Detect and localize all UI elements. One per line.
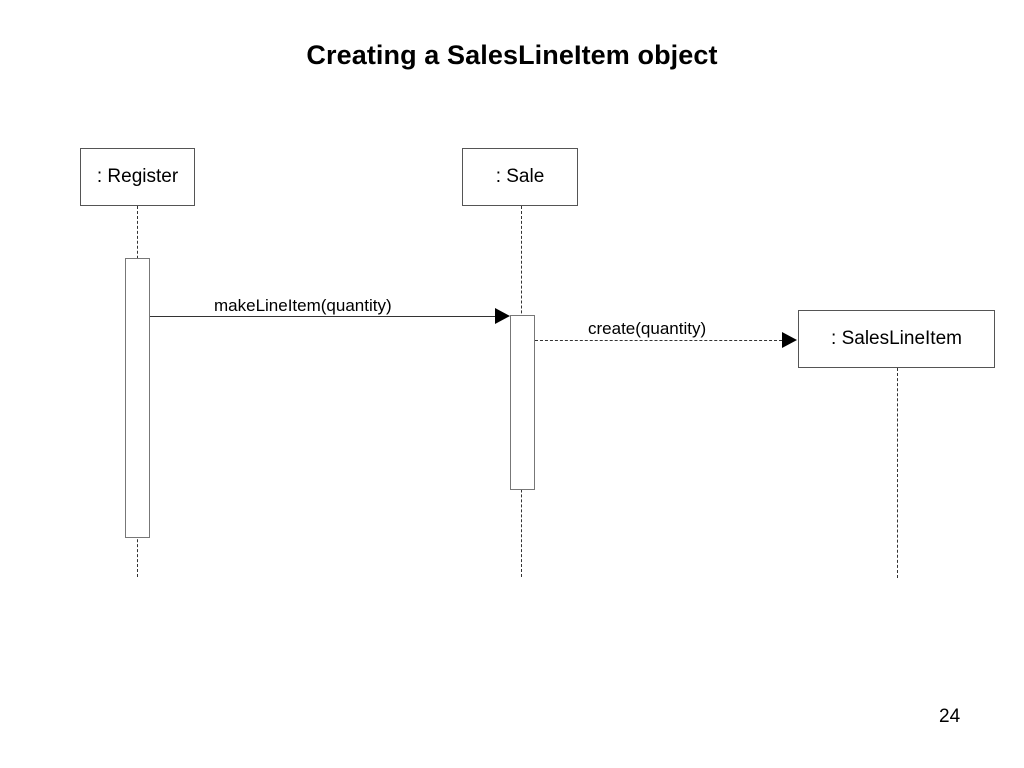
participant-label-sale: : Sale [495,166,545,187]
participant-box-saleslineitem[interactable]: : SalesLineItem [798,310,995,368]
message-line-makelineitem[interactable] [150,316,495,317]
message-label-create: create(quantity) [588,319,707,338]
participant-box-register[interactable]: : Register [80,148,195,206]
activation-bar-register[interactable] [125,258,150,538]
message-arrowhead-create [782,332,797,348]
page-title: Creating a SalesLineItem object [306,40,718,70]
message-arrowhead-makelineitem [495,308,510,324]
lifeline-saleslineitem [897,368,898,578]
activation-bar-sale[interactable] [510,315,535,490]
message-label-makelineitem: makeLineItem(quantity) [214,296,392,315]
participant-label-saleslineitem: : SalesLineItem [831,328,962,349]
participant-label-register: : Register [96,166,179,187]
participant-box-sale[interactable]: : Sale [462,148,578,206]
message-line-create[interactable] [535,340,782,341]
page-number: 24 [939,706,961,727]
